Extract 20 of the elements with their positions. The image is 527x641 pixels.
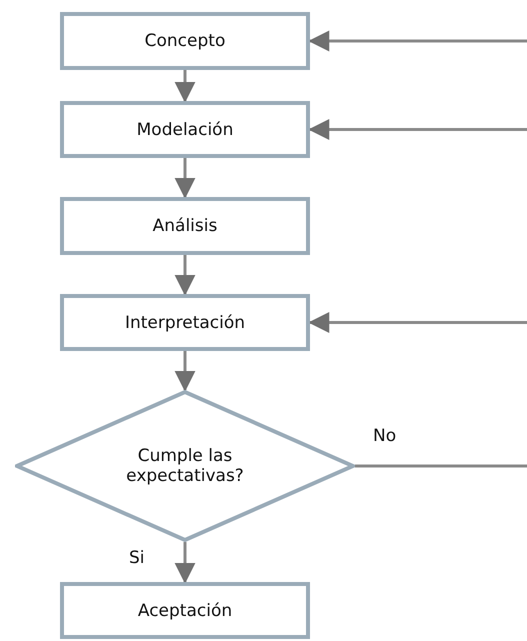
process-box [60, 12, 310, 70]
arrow [174, 158, 196, 199]
step-label: Concepto [144, 31, 226, 51]
process-box [60, 582, 310, 639]
step-label: Modelación [136, 120, 234, 140]
process-box [60, 294, 310, 351]
step-label: Análisis [152, 216, 218, 236]
process-box [60, 101, 310, 158]
arrow [174, 70, 196, 103]
process-box [60, 197, 310, 255]
step-label: Aceptación [138, 600, 232, 620]
decision-diamond [15, 390, 355, 542]
arrow [174, 351, 196, 392]
arrow [308, 30, 527, 52]
step-label: Interpretación [124, 312, 246, 332]
arrow [174, 255, 196, 296]
arrow [308, 312, 527, 333]
arrow [174, 542, 196, 584]
arrow [308, 119, 527, 140]
decision-text: Cumple las expectativas? [125, 446, 245, 486]
